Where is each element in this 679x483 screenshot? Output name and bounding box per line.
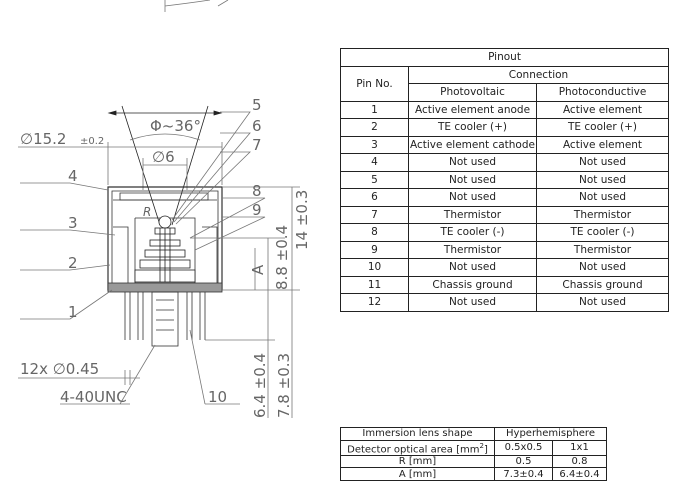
photoconductive-cell: Chassis ground [536, 275, 669, 294]
pin-number: 3 [340, 135, 409, 154]
pin-number: 11 [340, 275, 409, 294]
photoconductive-cell: Active element [536, 100, 669, 119]
photoconductive-cell: Active element [536, 135, 669, 154]
photoconductive-cell: Not used [536, 153, 669, 172]
r-label: R [mm] [340, 454, 495, 469]
window-diameter-label: ∅6 [152, 148, 175, 166]
top-fragment [164, 0, 229, 12]
area-value: 1x1 [552, 439, 607, 456]
pin-number: 12 [340, 293, 409, 312]
photovoltaic-cell: Active element anode [408, 100, 537, 119]
pin-no-header: Pin No. [340, 65, 409, 102]
pin-number: 6 [340, 188, 409, 207]
connection-header: Connection [408, 65, 669, 84]
photovoltaic-cell: Not used [408, 188, 537, 207]
photoconductive-cell: TE cooler (-) [536, 223, 669, 242]
dim-a-value: 8.8 ±0.4 [273, 225, 291, 290]
pinout-title: Pinout [340, 48, 669, 67]
pin-number: 2 [340, 118, 409, 137]
callout-4: 4 [68, 167, 78, 185]
callout-2: 2 [68, 254, 78, 272]
callout-10: 10 [208, 388, 227, 406]
lens-table: Immersion lens shape Hyperhemisphere Det… [340, 427, 607, 481]
photoconductive-cell: TE cooler (+) [536, 118, 669, 137]
photovoltaic-cell: Chassis ground [408, 275, 537, 294]
photoconductive-cell: Not used [536, 293, 669, 312]
callout-7: 7 [252, 136, 262, 154]
photovoltaic-cell: Thermistor [408, 240, 537, 259]
area-value: 0.5x0.5 [494, 439, 553, 456]
thread-label: 4-40UNC [60, 388, 127, 406]
pin-number: 7 [340, 205, 409, 224]
angle-label: Φ~36° [150, 117, 201, 135]
callout-1: 1 [68, 303, 78, 321]
dim-a-label: A [249, 264, 267, 275]
callout-9: 9 [252, 201, 262, 219]
pin-diameter-label: 12x ∅0.45 [20, 360, 99, 378]
pin-number: 10 [340, 258, 409, 277]
pinout-table: Pinout Pin No. Connection Photovoltaic P… [340, 48, 669, 312]
lens-shape-label: Immersion lens shape [340, 427, 495, 441]
callout-6: 6 [252, 117, 262, 135]
dim-pin1: 6.4 ±0.4 [251, 353, 269, 418]
radius-label: R [143, 205, 151, 219]
a-value: 7.3±0.4 [494, 467, 553, 481]
photoconductive-header: Photoconductive [536, 83, 669, 102]
pin-number: 9 [340, 240, 409, 259]
dim-height: 14 ±0.3 [293, 190, 311, 250]
pin-number: 8 [340, 223, 409, 242]
photovoltaic-cell: TE cooler (-) [408, 223, 537, 242]
photovoltaic-header: Photovoltaic [408, 83, 537, 102]
callout-8: 8 [252, 182, 262, 200]
photovoltaic-cell: Not used [408, 170, 537, 189]
a-label: A [mm] [340, 467, 495, 481]
r-value: 0.5 [494, 454, 553, 469]
pin-number: 5 [340, 170, 409, 189]
pin-number: 1 [340, 100, 409, 119]
photovoltaic-cell: Thermistor [408, 205, 537, 224]
photovoltaic-cell: Not used [408, 258, 537, 277]
photoconductive-cell: Not used [536, 170, 669, 189]
callout-5: 5 [252, 96, 262, 114]
photoconductive-cell: Not used [536, 258, 669, 277]
outer-diameter-tol: ±0.2 [80, 136, 104, 147]
area-label: Detector optical area [mm2] [340, 439, 495, 456]
photovoltaic-cell: TE cooler (+) [408, 118, 537, 137]
pin-number: 4 [340, 153, 409, 172]
photovoltaic-cell: Not used [408, 293, 537, 312]
photovoltaic-cell: Active element cathode [408, 135, 537, 154]
photoconductive-cell: Not used [536, 188, 669, 207]
lens-shape-value: Hyperhemisphere [494, 427, 607, 441]
photovoltaic-cell: Not used [408, 153, 537, 172]
photoconductive-cell: Thermistor [536, 240, 669, 259]
a-value: 6.4±0.4 [552, 467, 607, 481]
dim-pin2: 7.8 ±0.3 [275, 353, 293, 418]
photoconductive-cell: Thermistor [536, 205, 669, 224]
callout-3: 3 [68, 214, 78, 232]
outer-diameter-label: ∅15.2 [20, 130, 66, 148]
r-value: 0.8 [552, 454, 607, 469]
